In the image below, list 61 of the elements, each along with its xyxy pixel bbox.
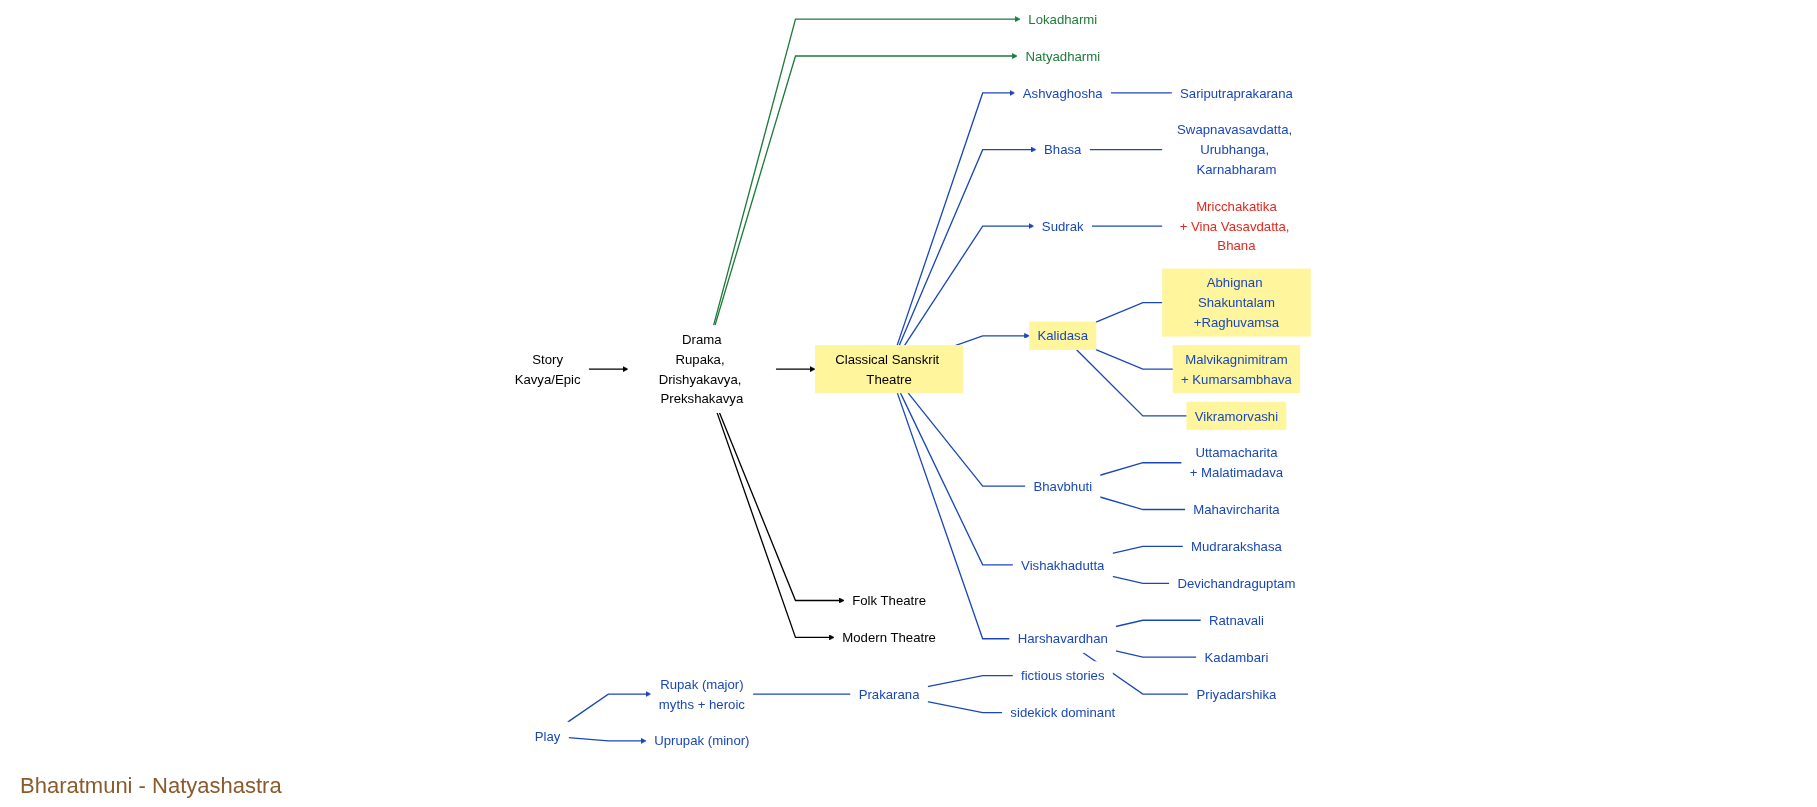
connector	[752, 693, 852, 695]
arrow	[896, 90, 1016, 347]
connector	[896, 392, 1011, 640]
node-text: Rupak (major) myths + heroic	[658, 676, 745, 712]
connector	[1095, 348, 1174, 370]
arrow	[587, 366, 629, 372]
node-box: Vikramorvashi	[1186, 401, 1287, 431]
connector	[1088, 148, 1164, 151]
node-text: Mudrarakshasa	[1191, 539, 1282, 554]
node-text: Priyadarshika	[1196, 686, 1277, 702]
node-text: Uprupak (minor)	[654, 733, 750, 749]
node-text: Prakarana	[858, 686, 920, 702]
connector	[1090, 225, 1164, 227]
node-text: Mahavircharita	[1193, 502, 1280, 517]
arrow	[567, 691, 652, 723]
connector	[926, 701, 1004, 714]
connector	[1115, 619, 1202, 628]
node-box: Malvikagnimitram + Kumarsambhava	[1172, 345, 1301, 394]
node-box: Kalidasa	[1029, 321, 1097, 350]
node-text: Story Kavya/Epic	[514, 351, 581, 387]
node-text: Drama Rupaka, Drishyakavya, Prekshakavya	[658, 332, 744, 407]
note-text: Bharatmuni - Natyashastra	[20, 773, 282, 799]
connector	[926, 674, 1014, 688]
node-text: sidekick dominant	[1010, 705, 1116, 720]
node-box: Classical Sanskrit Theatre	[814, 345, 964, 394]
arrow	[567, 736, 647, 744]
connector	[1115, 650, 1198, 658]
connector	[899, 392, 1014, 566]
node-text: Swapnavasavdatta, Urubhanga, Karnabharam	[1177, 122, 1293, 177]
connector	[1111, 575, 1171, 584]
node-text: Harshavardhan	[1017, 631, 1108, 646]
node-text: Natyadharmi	[1025, 48, 1101, 64]
node-text: Kadambari	[1204, 649, 1269, 665]
node-text: Devichandraguptam	[1177, 576, 1296, 591]
connector	[1095, 301, 1164, 323]
node-text: Ashvaghosha	[1022, 85, 1103, 101]
connector	[1099, 496, 1186, 511]
connector	[1075, 349, 1188, 417]
node-text: Uttamacharita + Malatimadava	[1189, 445, 1284, 480]
arrow	[903, 223, 1035, 347]
node-text: Lokadharmi	[1028, 11, 1098, 27]
node-text: Bhasa	[1044, 142, 1082, 157]
connector	[1109, 92, 1173, 94]
connector	[1111, 545, 1184, 555]
arrow	[775, 366, 816, 372]
connector	[1099, 462, 1183, 476]
arrow	[718, 411, 845, 604]
node-text: Sariputraprakarana	[1180, 85, 1293, 101]
node-text: Vishakhadutta	[1021, 557, 1105, 573]
node-text: Bhavbhuti	[1033, 478, 1093, 494]
node-text: Mricchakatika + Vina Vasavdatta, Bhana	[1179, 199, 1290, 254]
arrow	[716, 411, 835, 641]
connector	[907, 392, 1027, 487]
node-text: Modern Theatre	[842, 630, 936, 645]
node-box: Abhignan Shakuntalam +Raghuvamsa	[1162, 268, 1311, 337]
node-text: Sudrak	[1041, 218, 1084, 234]
node-text: Play	[534, 728, 561, 744]
arrow	[955, 332, 1030, 347]
arrow	[898, 146, 1037, 347]
node-text: Folk Theatre	[852, 593, 926, 608]
node-text: Ratnavali	[1208, 613, 1264, 628]
